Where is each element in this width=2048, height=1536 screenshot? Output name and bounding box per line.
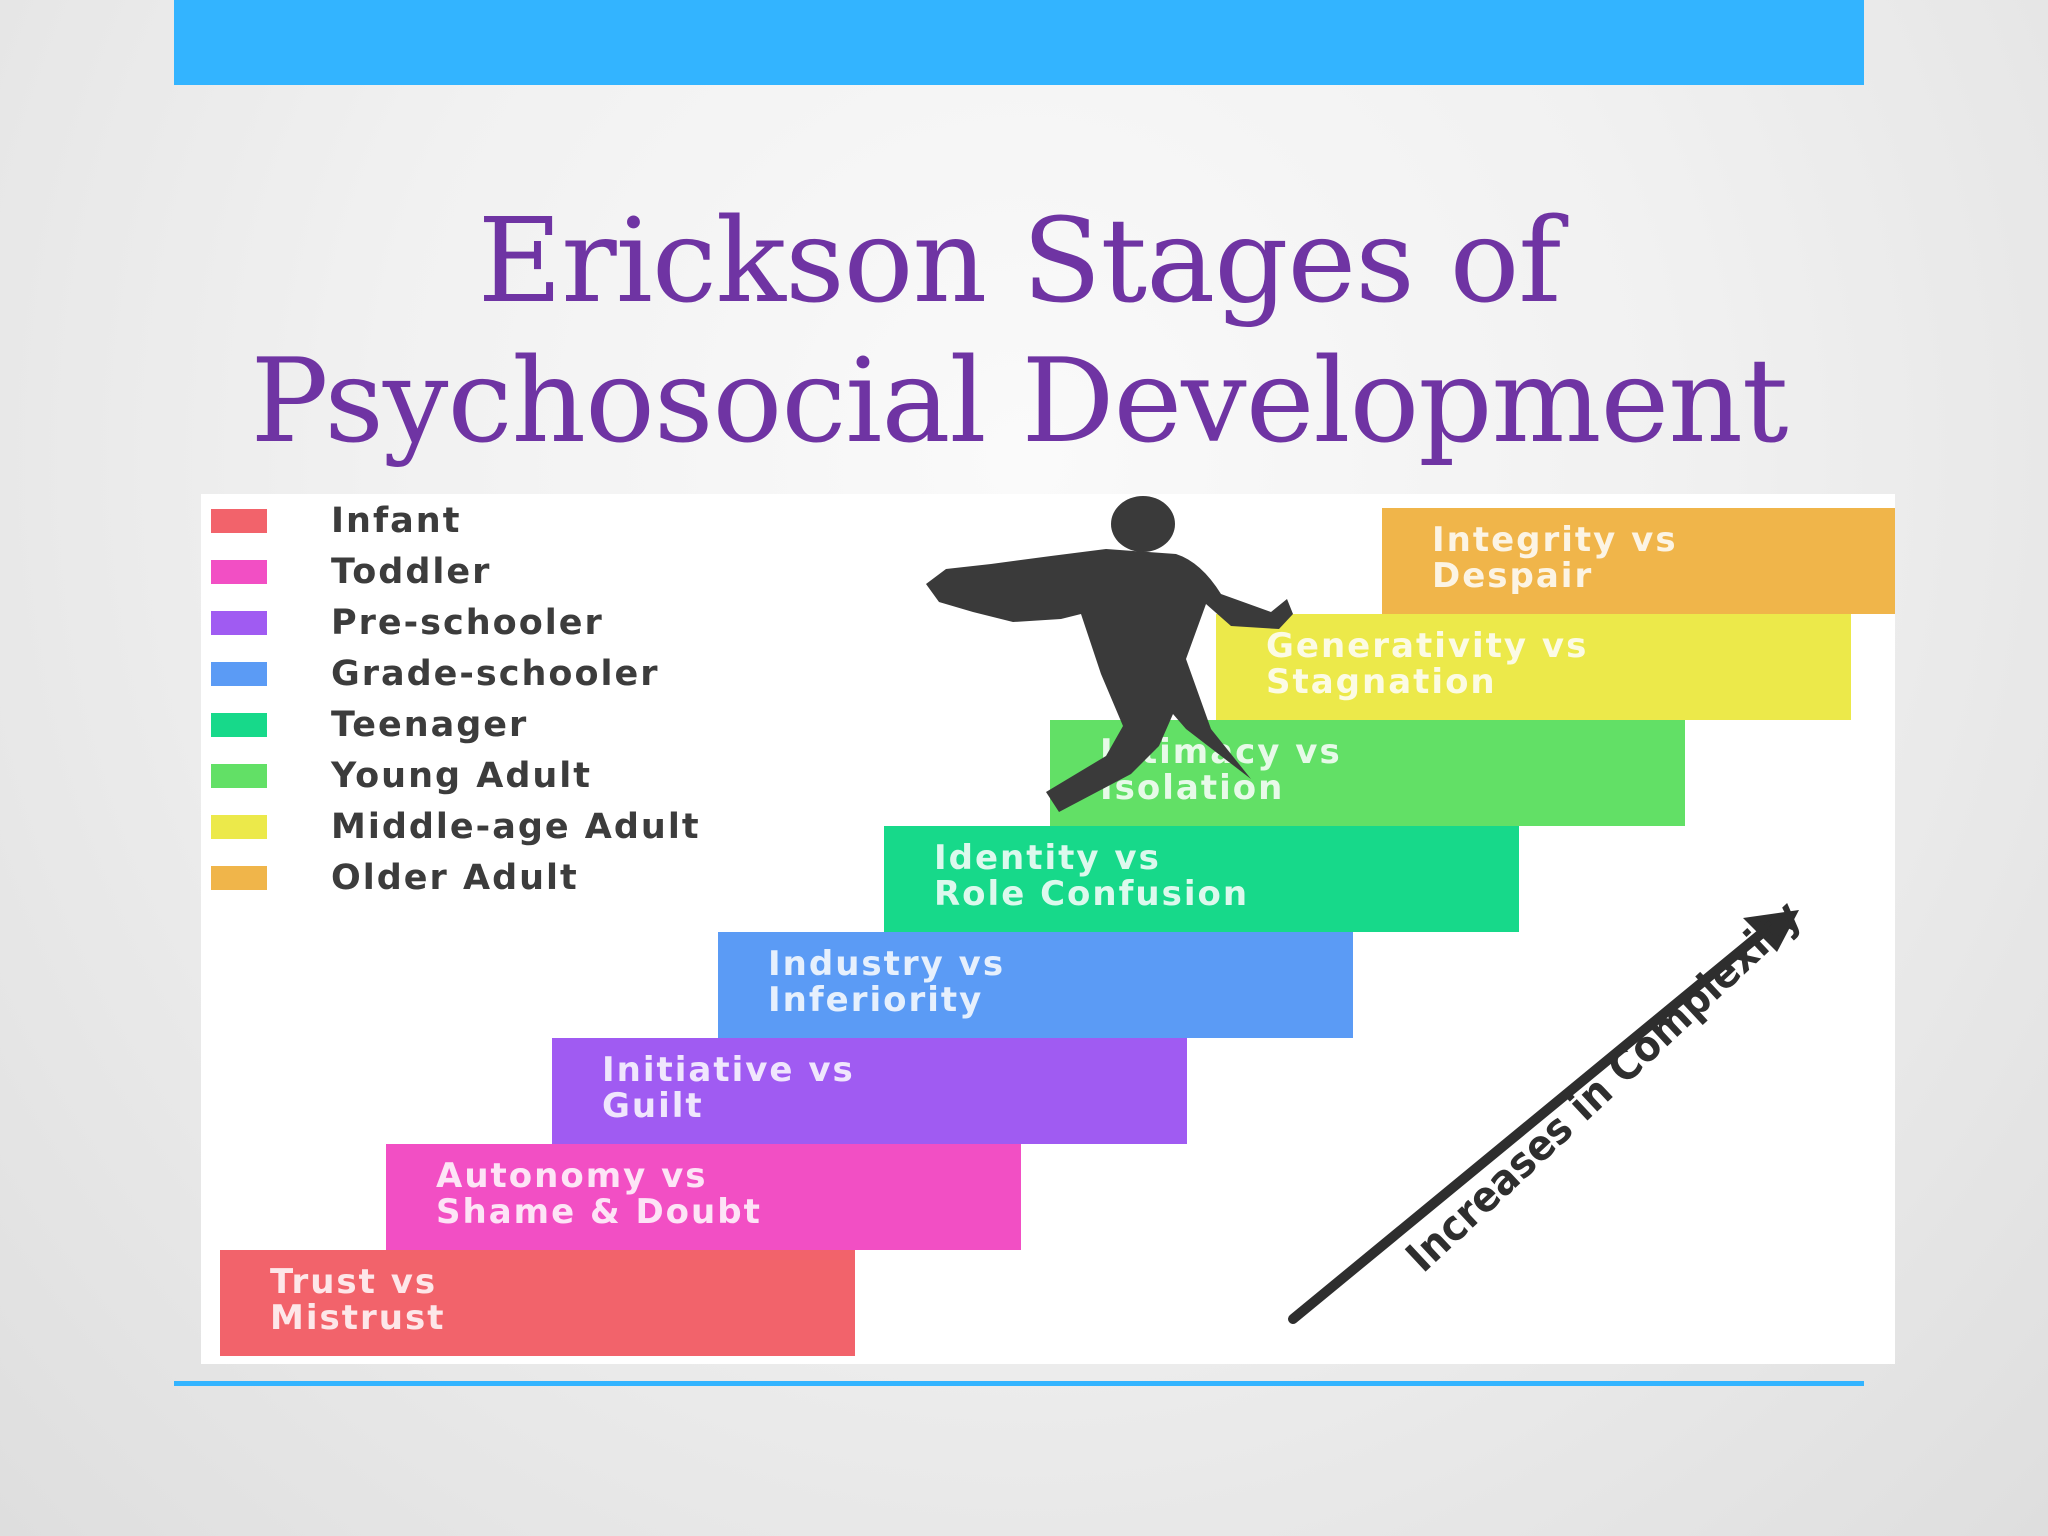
legend-swatch bbox=[211, 560, 267, 584]
legend-swatch bbox=[211, 662, 267, 686]
legend-label: Middle-age Adult bbox=[331, 807, 701, 847]
legend-swatch bbox=[211, 815, 267, 839]
legend-label: Older Adult bbox=[331, 858, 579, 898]
stage-label-top: Integrity vs bbox=[1432, 520, 1678, 560]
stage-label-top: Trust vs bbox=[270, 1262, 438, 1302]
stage-label-top: Industry vs bbox=[768, 944, 1006, 984]
complexity-arrow: Increases in Complexity bbox=[1288, 891, 1810, 1324]
arrow-head-icon bbox=[1743, 910, 1799, 952]
stage-label-bottom: Guilt bbox=[602, 1086, 704, 1126]
title-line-2: Psychosocial Development bbox=[250, 334, 1788, 469]
stage-label-top: Identity vs bbox=[934, 838, 1161, 878]
top-accent-bar bbox=[174, 0, 1864, 85]
legend-swatch bbox=[211, 764, 267, 788]
title-line-1: Erickson Stages of bbox=[477, 194, 1562, 329]
legend-label: Young Adult bbox=[331, 756, 593, 796]
slide-title: Erickson Stages of Psychosocial Developm… bbox=[174, 192, 1864, 472]
walking-person-icon bbox=[926, 496, 1293, 812]
stage-label-top: Initiative vs bbox=[602, 1050, 855, 1090]
legend-swatch bbox=[211, 611, 267, 635]
legend-swatch bbox=[211, 713, 267, 737]
bottom-accent-rule bbox=[174, 1381, 1864, 1386]
arrow-label: Increases in Complexity bbox=[1396, 891, 1810, 1281]
legend-label: Teenager bbox=[331, 705, 529, 745]
legend-label: Infant bbox=[331, 501, 462, 541]
legend-swatch bbox=[211, 866, 267, 890]
stage-label-bottom: Shame & Doubt bbox=[436, 1192, 762, 1232]
stage-label-bottom: Stagnation bbox=[1266, 662, 1497, 702]
stage-label-bottom: Despair bbox=[1432, 556, 1594, 596]
arrow-up-right-icon bbox=[1288, 924, 1772, 1324]
stage-label-bottom: Role Confusion bbox=[934, 874, 1250, 914]
stage-label-bottom: Inferiority bbox=[768, 980, 984, 1020]
stage-label-top: Generativity vs bbox=[1266, 626, 1589, 666]
legend-label: Grade-schooler bbox=[331, 654, 660, 694]
stage-label-top: Autonomy vs bbox=[436, 1156, 708, 1196]
legend-label: Toddler bbox=[331, 552, 492, 592]
legend-label: Pre-schooler bbox=[331, 603, 604, 643]
stage-label-bottom: Isolation bbox=[1100, 768, 1285, 808]
stage-label-bottom: Mistrust bbox=[270, 1298, 446, 1338]
legend-swatch bbox=[211, 509, 267, 533]
